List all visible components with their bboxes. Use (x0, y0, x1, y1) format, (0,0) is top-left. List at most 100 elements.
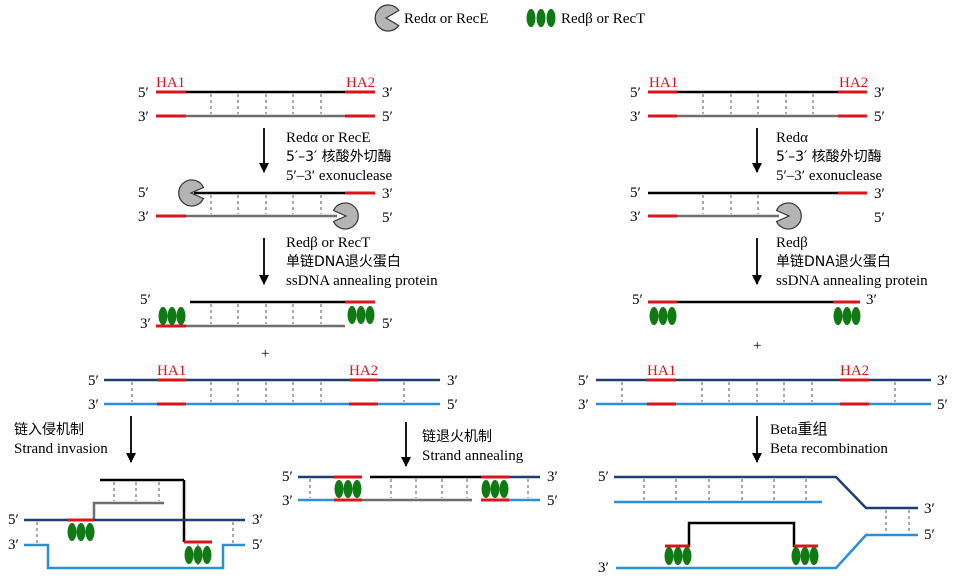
right-step2-text: Redβ 单链DNA退火蛋白 ssDNA annealing protein (776, 235, 928, 289)
right-beta-bound-strand: 5′ 3′ (632, 292, 877, 325)
end-label: 5′ (630, 185, 641, 201)
beta-protein-icon (791, 547, 819, 565)
end-label: 5′ (138, 185, 149, 201)
right-target-dna: 5′ HA1 HA2 3′ 3′ 5′ (578, 363, 948, 413)
exonuclease-icon (332, 202, 359, 230)
base-pairs (113, 482, 160, 501)
end-label: 3′ (140, 316, 151, 332)
step1-line3: 5′–3′ exonuclease (286, 168, 392, 184)
annealing-en: Strand annealing (422, 448, 524, 464)
end-label: 5′ (252, 537, 263, 553)
step2-line2: 单链DNA退火蛋白 (776, 254, 891, 270)
left-exonuclease-step: 5′ 3′ 3′ 5′ (138, 179, 393, 230)
end-label: 5′ (282, 469, 293, 485)
left-step2-text: Redβ or RecT 单链DNA退火蛋白 ssDNA annealing p… (286, 235, 438, 289)
end-label: 3′ (382, 186, 393, 202)
base-pairs (643, 479, 910, 532)
end-label: 3′ (547, 469, 558, 485)
target-bottom-strand (616, 533, 918, 570)
end-label: 3′ (8, 537, 19, 553)
beta-protein-icon (184, 546, 212, 564)
base-pairs (131, 382, 405, 402)
end-label: 3′ (382, 85, 393, 101)
annealing-cn: 链退火机制 (422, 429, 492, 445)
end-label: 5′ (874, 109, 885, 125)
ha1-label: HA1 (647, 363, 676, 379)
end-label: 3′ (866, 292, 877, 308)
step2-line1: Redβ or RecT (286, 235, 370, 251)
end-label: 3′ (282, 493, 293, 509)
left-dsdna-substrate: 5′ HA1 HA2 3′ 3′ 5′ (138, 75, 393, 125)
step1-line3: 5′–3′ exonuclease (776, 168, 882, 184)
legend-exonuclease-label: Redα or RecE (404, 11, 489, 27)
recomb-en: Beta recombination (770, 441, 888, 457)
end-label: 3′ (138, 209, 149, 225)
end-label: 3′ (874, 85, 885, 101)
end-label: 5′ (138, 85, 149, 101)
beta-protein-icon (67, 523, 95, 541)
strand-invasion-label: 链入侵机制 Strand invasion (14, 421, 108, 457)
step1-line2: 5′–3′ 核酸外切酶 (286, 149, 392, 165)
right-step1-text: Redα 5′–3′ 核酸外切酶 5′–3′ exonuclease (776, 130, 882, 184)
step2-line3: ssDNA annealing protein (286, 273, 438, 289)
end-label: 5′ (447, 397, 458, 413)
base-pairs (621, 382, 896, 402)
plus-sign: + (261, 346, 269, 362)
end-label: 3′ (924, 501, 935, 517)
beta-protein-icon (334, 480, 362, 498)
end-label: 5′ (937, 397, 948, 413)
end-label: 5′ (88, 373, 99, 389)
end-label: 5′ (382, 210, 393, 226)
beta-protein-icon (649, 307, 677, 325)
beta-protein-icon (664, 547, 692, 565)
end-label: 3′ (874, 186, 885, 202)
beta-recombination-result: 5′ 3′ 5′ 3′ (598, 469, 935, 576)
end-label: 5′ (382, 109, 393, 125)
beta-protein-icon (833, 307, 861, 325)
beta-protein-icon (158, 307, 186, 325)
step2-line3: ssDNA annealing protein (776, 273, 928, 289)
ha1-label: HA1 (649, 75, 678, 91)
end-label: 5′ (924, 527, 935, 543)
strand-annealing-result: 5′ 3′ 3′ 5′ (282, 469, 558, 509)
end-label: 5′ (382, 316, 393, 332)
inserted-ssdna-strand (665, 521, 818, 548)
end-label: 3′ (598, 560, 609, 576)
end-label: 5′ (8, 512, 19, 528)
legend-beta-label: Redβ or RecT (561, 11, 645, 27)
invasion-en: Strand invasion (14, 441, 108, 457)
ha2-label: HA2 (346, 75, 375, 91)
invading-bottom-strand (92, 501, 164, 520)
step2-line1: Redβ (776, 235, 808, 251)
beta-protein-icon (481, 480, 509, 498)
base-pairs (702, 94, 814, 114)
end-label: 3′ (937, 373, 948, 389)
end-label: 5′ (547, 493, 558, 509)
step1-line1: Redα (776, 130, 808, 146)
end-label: 3′ (252, 512, 263, 528)
ha2-label: HA2 (840, 363, 869, 379)
exonuclease-icon (178, 179, 205, 207)
exonuclease-legend-icon (374, 4, 400, 32)
right-exonuclease-step: 5′ 3′ 3′ 5′ (630, 185, 885, 230)
left-step1-text: Redα or RecE 5′–3′ 核酸外切酶 5′–3′ exonuclea… (286, 130, 392, 184)
left-target-dna: 5′ HA1 HA2 3′ 3′ 5′ (88, 363, 458, 413)
ha1-label: HA1 (157, 363, 186, 379)
strand-annealing-label: 链退火机制 Strand annealing (422, 429, 524, 464)
beta-recombination-label: Beta重组 Beta recombination (770, 421, 888, 457)
step1-line1: Redα or RecE (286, 130, 371, 146)
recomb-cn: Beta重组 (770, 421, 828, 438)
beta-protein-legend-icon (526, 9, 556, 27)
beta-protein-icon (347, 306, 375, 324)
base-pairs (702, 195, 759, 214)
end-label: 3′ (88, 397, 99, 413)
base-pairs (210, 195, 322, 214)
target-top-strand (614, 475, 918, 510)
ha1-label: HA1 (156, 75, 185, 91)
ha2-label: HA2 (839, 75, 868, 91)
target-bottom-strand (24, 543, 245, 570)
legend: Redα or RecE Redβ or RecT (374, 4, 645, 32)
end-label: 5′ (630, 85, 641, 101)
